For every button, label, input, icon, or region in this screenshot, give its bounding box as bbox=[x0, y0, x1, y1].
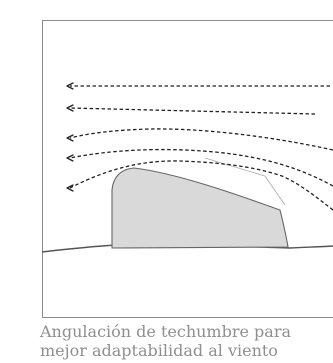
diagram-caption: Angulación de techumbre para mejor adapt… bbox=[40, 321, 333, 363]
wind-line-4 bbox=[69, 148, 333, 187]
arrow-left-icon bbox=[66, 104, 74, 112]
caption-line-1: Angulación de techumbre para bbox=[40, 322, 292, 341]
arrow-left-icon bbox=[66, 134, 74, 142]
caption-line-2: mejor adaptabilidad al viento bbox=[40, 341, 278, 360]
wind-line-2 bbox=[69, 107, 316, 115]
arrow-left-icon bbox=[66, 154, 74, 162]
roof-guide-line bbox=[264, 175, 286, 206]
arrow-left-icon bbox=[66, 82, 74, 90]
wind-line-3 bbox=[69, 128, 333, 151]
diagram-frame bbox=[42, 20, 333, 318]
building-shape bbox=[111, 167, 289, 249]
wind-line-5 bbox=[69, 160, 333, 211]
roof-guide-line bbox=[204, 157, 266, 177]
arrow-left-icon bbox=[66, 184, 74, 192]
